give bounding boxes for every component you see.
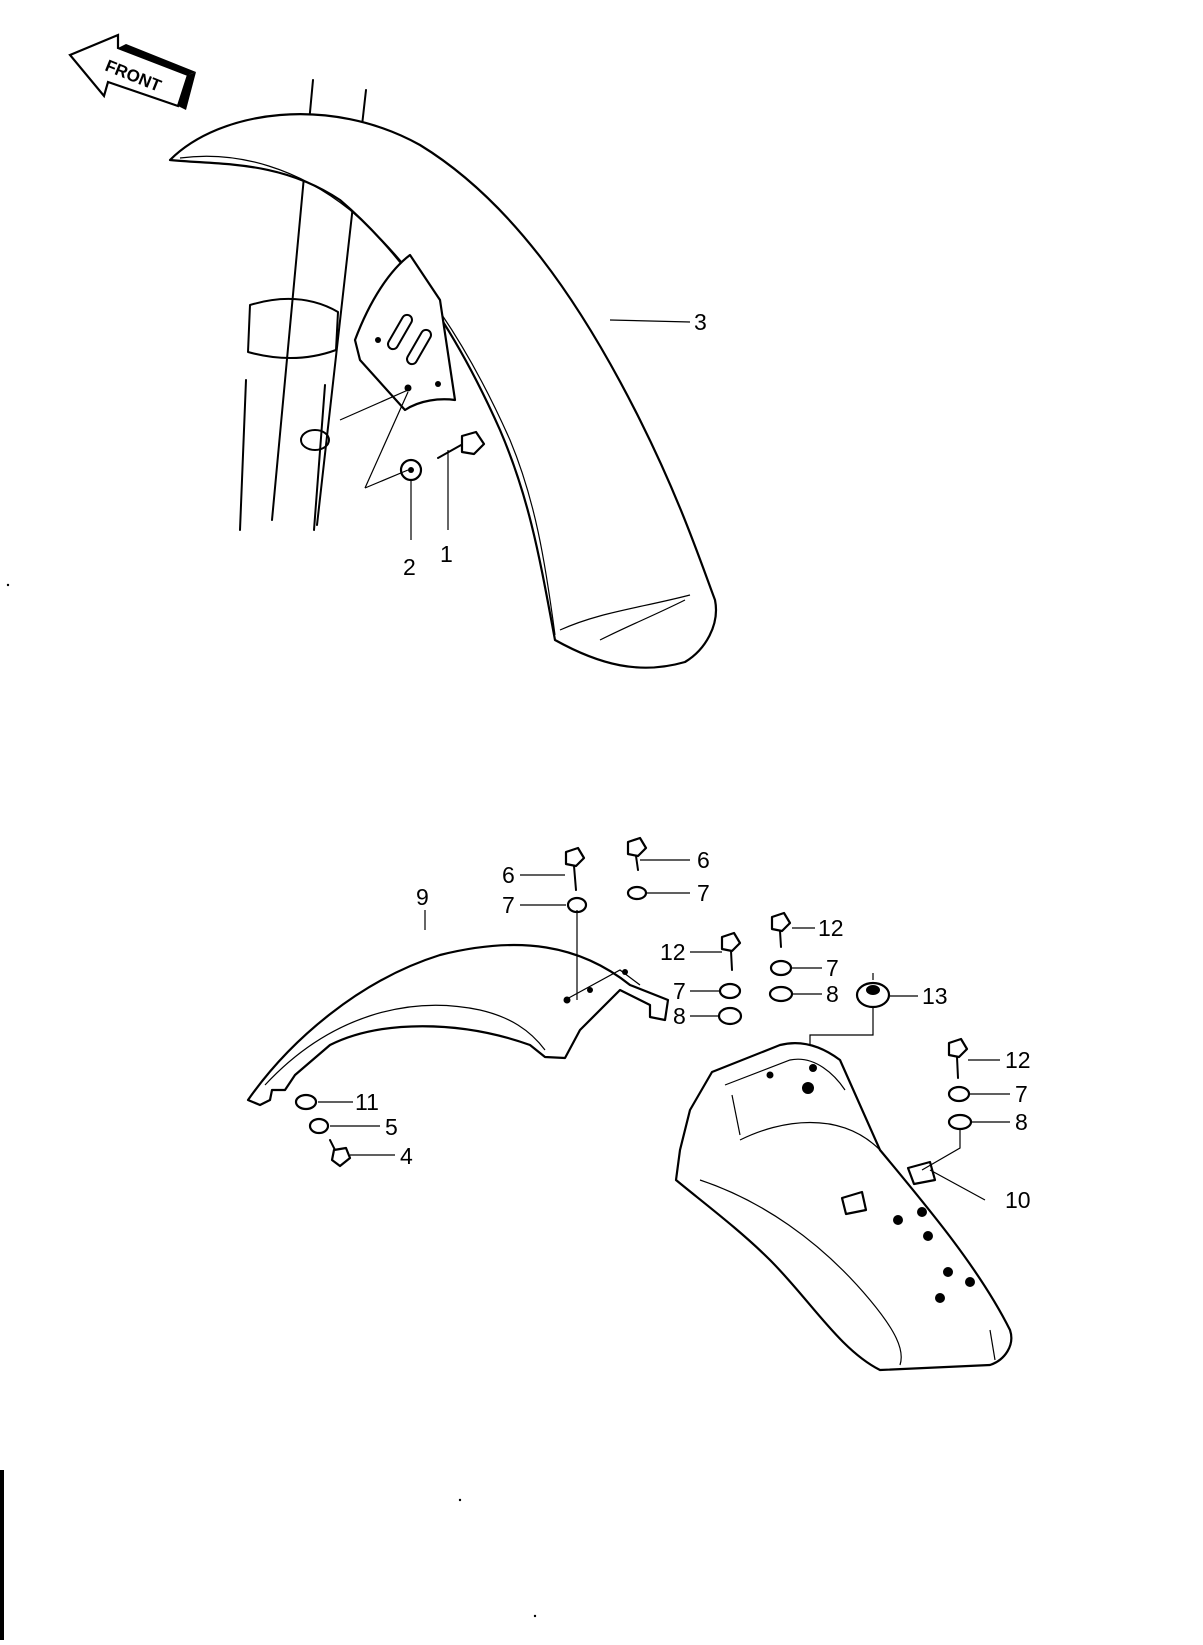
rear-fender [674,1042,1013,1372]
bolt-12-upper [770,911,792,948]
callout-8-upper: 8 [826,981,839,1007]
nut-5 [308,1117,330,1135]
callout-1: 1 [440,541,453,567]
bolt-12-lower [947,1037,969,1079]
washer-7-middle [718,982,742,1000]
callout-7-lower: 7 [1015,1081,1028,1107]
washer-11 [294,1093,318,1111]
front-arrow-icon: FRONT [68,33,196,110]
callout-6-right: 6 [697,847,710,873]
callout-12-upper: 12 [818,915,844,941]
bolt-6-right [626,836,648,871]
scan-dot [6,583,10,587]
bolt-4 [329,1139,352,1168]
callout-7-right: 7 [697,880,710,906]
callout-5: 5 [385,1114,398,1140]
scan-dot [458,1498,462,1502]
bolt-6-left [564,846,586,891]
washer-8-upper [768,985,794,1003]
callout-2: 2 [403,554,416,580]
front-fender [168,113,718,669]
callout-4: 4 [400,1143,413,1169]
washer-7-upper [769,959,793,977]
scan-dot [533,1614,537,1618]
washer-7-lower [947,1085,971,1103]
callout-9: 9 [416,884,429,910]
front-fender-nut [399,458,423,482]
callout-12-lower: 12 [1005,1047,1031,1073]
washer-8-lower [947,1113,973,1131]
callout-12-middle: 12 [660,939,686,965]
callout-3: 3 [694,309,707,335]
callout-13: 13 [922,983,948,1009]
callout-8-middle: 8 [673,1003,686,1029]
callout-8-lower: 8 [1015,1109,1028,1135]
front-fender-bolt [437,430,486,459]
callout-10: 10 [1005,1187,1031,1213]
washer-8-middle [717,1006,743,1026]
washer-7-right [626,885,648,901]
callout-6-left: 6 [502,862,515,888]
callout-11: 11 [355,1089,379,1115]
rear-fender-flap [246,943,670,1107]
callout-7-left: 7 [502,892,515,918]
scan-edge-mark [0,1470,4,1640]
callout-7-middle: 7 [673,978,686,1004]
callout-7-upper: 7 [826,955,839,981]
bolt-12-middle [720,931,742,971]
grommet-13 [855,973,891,1009]
washer-7-left [566,896,588,914]
